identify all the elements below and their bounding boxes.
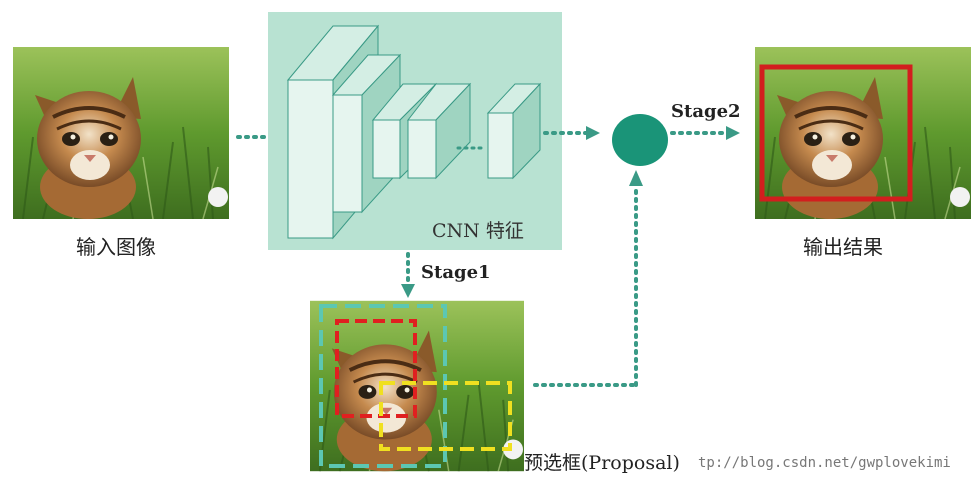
cnn-block-5	[486, 82, 542, 180]
proposal-box-red	[335, 319, 417, 418]
watermark: tp://blog.csdn.net/gwplovekimi	[698, 455, 951, 471]
output-image	[755, 47, 971, 219]
cnn-block-4	[406, 82, 472, 180]
output-detection-box	[759, 64, 913, 202]
proposal-box-yellow	[379, 381, 512, 451]
proposal-label: 预选框(Proposal)	[524, 452, 680, 474]
arrow-cnn-to-proposal	[401, 252, 415, 298]
stage1-label: Stage1	[421, 262, 491, 283]
roi-node	[612, 114, 668, 166]
arrow-cnn-to-node	[543, 126, 600, 140]
stage2-label: Stage2	[671, 101, 741, 122]
proposal-box-cyan	[319, 304, 447, 468]
arrow-proposal-to-node	[533, 170, 643, 387]
input-image-label: 输入图像	[76, 235, 156, 259]
output-image-label: 输出结果	[803, 235, 883, 259]
cnn-feature-label: CNN 特征	[432, 220, 524, 242]
arrow-node-to-output	[670, 126, 740, 140]
input-image	[13, 47, 229, 219]
